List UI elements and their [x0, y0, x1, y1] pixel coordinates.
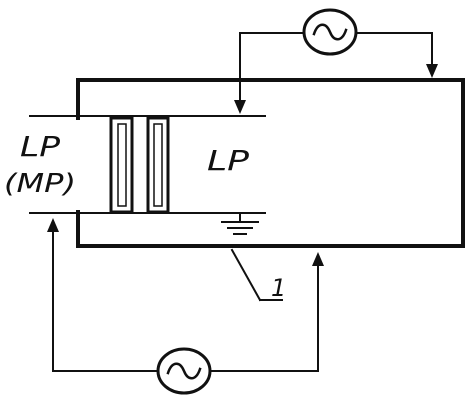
arrow-up-icon [47, 218, 59, 232]
arrow-down-icon [234, 100, 246, 114]
label-left-bottom: (MP) [4, 169, 76, 199]
label-inner: LP [207, 144, 249, 177]
left-plate-inner [117, 123, 127, 207]
ac-source-icon [156, 347, 212, 395]
right-plate-inner [153, 123, 163, 207]
left-plate [109, 116, 134, 214]
label-callout: 1 [271, 274, 286, 302]
arrow-down-icon [426, 64, 438, 78]
bottom-ac-source [47, 218, 324, 395]
enclosure [76, 78, 465, 248]
label-left-top: LP [20, 130, 60, 163]
electrode-plates [109, 116, 170, 214]
top-ac-source [234, 8, 438, 114]
ground-icon [221, 212, 259, 235]
callout-leader [230, 248, 283, 302]
right-plate [146, 116, 170, 214]
arrow-up-icon [312, 252, 324, 266]
ac-source-icon [302, 8, 358, 56]
